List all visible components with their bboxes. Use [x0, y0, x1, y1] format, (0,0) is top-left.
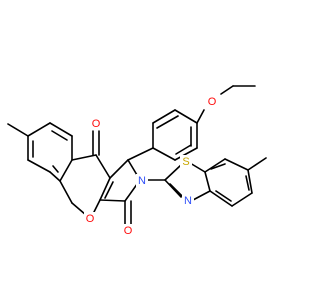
lactam-oxygen-label: O — [124, 225, 133, 237]
thiazole-nitrogen-atom: N — [182, 194, 194, 207]
bond — [231, 192, 253, 207]
bond — [152, 147, 176, 161]
bond — [245, 175, 250, 191]
bond — [215, 190, 232, 202]
ether-oxygen-atom: O — [206, 95, 218, 108]
molecule-structure-diagram: O O O O N N S — [7, 85, 267, 237]
bond — [224, 158, 249, 171]
ketone-oxygen-atom: O — [90, 117, 102, 130]
bond — [27, 159, 51, 173]
bond — [152, 109, 176, 124]
ring-oxygen-atom: O — [84, 212, 96, 225]
lactam-oxygen-atom: O — [122, 224, 134, 237]
pyrrole-nitrogen-atom: N — [136, 174, 148, 187]
bond — [169, 183, 184, 198]
pyrrole-nitrogen-label: N — [138, 175, 146, 187]
bond — [127, 147, 154, 161]
bond — [59, 180, 73, 204]
bond — [204, 171, 211, 192]
thiazole-nitrogen-label: N — [184, 195, 192, 207]
bond — [174, 109, 198, 124]
bond — [99, 199, 126, 202]
bond — [71, 154, 97, 161]
bond — [99, 177, 111, 201]
bond — [156, 115, 179, 129]
bond — [109, 159, 129, 179]
bond — [204, 158, 226, 173]
bond — [59, 159, 73, 182]
thiazole-sulfur-label: S — [182, 156, 189, 168]
bond — [49, 171, 61, 182]
ring-oxygen-label: O — [86, 213, 95, 225]
bond — [7, 123, 29, 137]
bond — [27, 122, 51, 137]
bond — [196, 109, 205, 124]
bond — [247, 169, 253, 194]
bond — [189, 162, 206, 173]
bond — [52, 165, 59, 173]
bond — [71, 202, 87, 216]
bond — [164, 164, 182, 181]
ether-oxygen-label: O — [208, 96, 217, 108]
thiazole-sulfur-atom: S — [180, 155, 192, 168]
bond — [247, 157, 267, 171]
bond — [209, 190, 233, 207]
bond-lines — [7, 85, 267, 225]
bond — [164, 179, 182, 198]
bond — [174, 147, 198, 161]
bond — [104, 181, 114, 199]
bond — [192, 190, 211, 201]
bond — [95, 154, 111, 179]
bond — [220, 85, 234, 95]
ketone-oxygen-label: O — [92, 118, 101, 130]
bond — [210, 163, 226, 170]
bond — [49, 122, 73, 137]
bond — [51, 130, 68, 141]
atom-labels: O O O O N N S — [84, 95, 218, 237]
bond — [175, 144, 192, 155]
bond — [93, 199, 101, 213]
